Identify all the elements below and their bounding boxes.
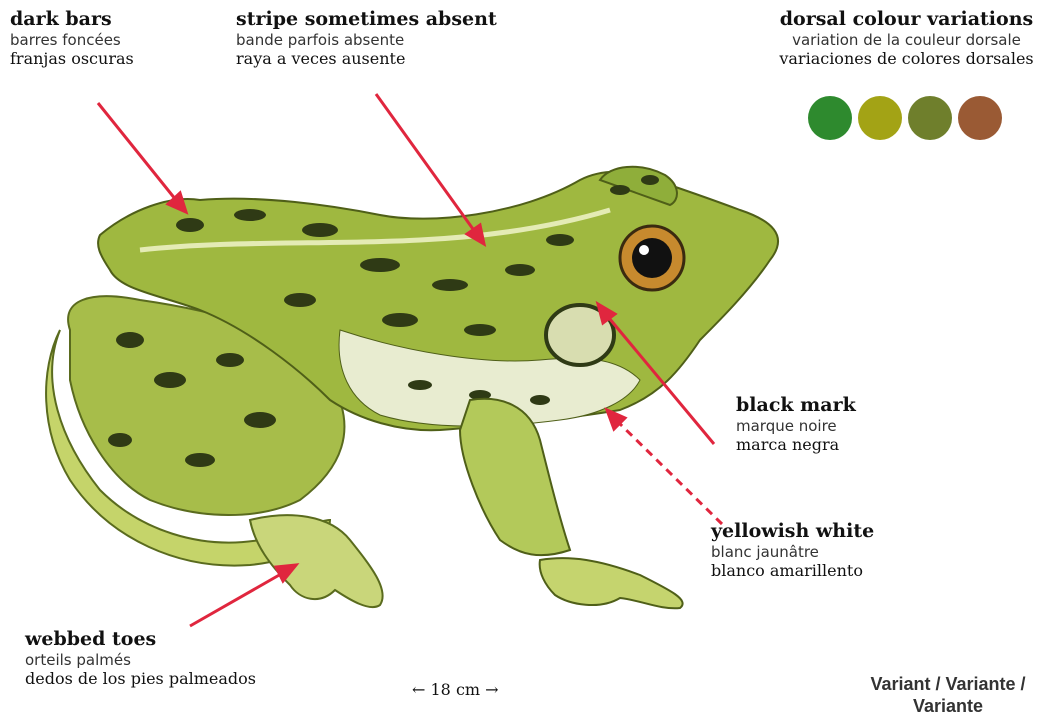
label-webbed-en: webbed toes	[25, 628, 256, 651]
label-dorsal-es: variaciones de colores dorsales	[755, 49, 1058, 69]
label-webbed-fr: orteils palmés	[25, 651, 256, 669]
label-stripe-es: raya a veces ausente	[236, 49, 497, 69]
label-dorsal-en: dorsal colour variations	[755, 8, 1058, 31]
arrow-dark-bars	[98, 103, 180, 205]
dorsal-colour-swatches	[808, 96, 1002, 140]
label-black-mark-en: black mark	[736, 394, 856, 417]
label-yellowish: yellowish white blanc jaunâtre blanco am…	[711, 520, 874, 581]
front-foot	[540, 558, 683, 608]
arrow-webbed	[190, 570, 288, 626]
label-webbed: webbed toes orteils palmés dedos de los …	[25, 628, 256, 689]
label-dark-bars-es: franjas oscuras	[10, 49, 134, 69]
frog-eye-glint	[639, 245, 649, 255]
front-leg	[460, 399, 570, 555]
frog-eye-pupil	[632, 238, 672, 278]
label-yellowish-es: blanco amarillento	[711, 561, 874, 581]
label-dark-bars-en: dark bars	[10, 8, 134, 31]
arrowhead-yellowish	[607, 410, 625, 429]
label-dark-bars: dark bars barres foncées franjas oscuras	[10, 8, 134, 69]
label-yellowish-en: yellowish white	[711, 520, 874, 543]
label-stripe: stripe sometimes absent bande parfois ab…	[236, 8, 497, 69]
label-stripe-fr: bande parfois absente	[236, 31, 497, 49]
label-dark-bars-fr: barres foncées	[10, 31, 134, 49]
swatch-olive-green	[908, 96, 952, 140]
swatch-green	[808, 96, 852, 140]
swatch-olive-yellow	[858, 96, 902, 140]
label-black-mark: black mark marque noire marca negra	[736, 394, 856, 455]
arrow-stripe	[376, 94, 478, 236]
label-dorsal-fr: variation de la couleur dorsale	[755, 31, 1058, 49]
label-black-mark-es: marca negra	[736, 435, 856, 455]
label-black-mark-fr: marque noire	[736, 417, 856, 435]
scale-indicator: ← 18 cm →	[412, 680, 499, 699]
label-yellowish-fr: blanc jaunâtre	[711, 543, 874, 561]
label-webbed-es: dedos de los pies palmeados	[25, 669, 256, 689]
swatch-brown	[958, 96, 1002, 140]
variant-caption: Variant / Variante / Variante	[838, 674, 1058, 717]
label-dorsal: dorsal colour variations variation de la…	[755, 8, 1058, 69]
label-stripe-en: stripe sometimes absent	[236, 8, 497, 31]
hind-foot	[250, 515, 383, 607]
